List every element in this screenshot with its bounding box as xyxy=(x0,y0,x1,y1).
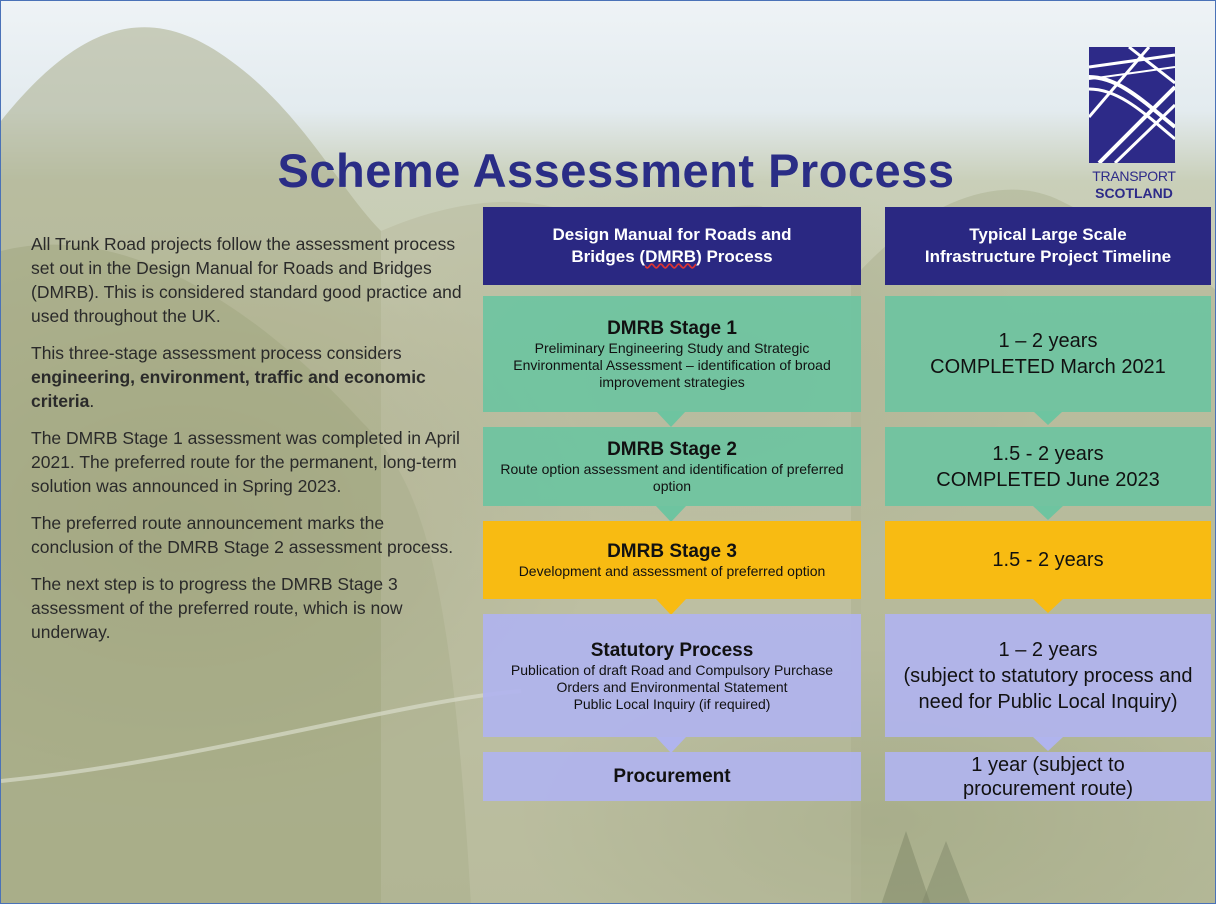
statutory-process-title: Statutory Process xyxy=(590,639,754,661)
transport-scotland-logo: TRANSPORT SCOTLAND xyxy=(1083,39,1185,203)
stage-1-timeline-box: 1 – 2 years COMPLETED March 2021 xyxy=(885,296,1211,412)
stage-1-description: Preliminary Engineering Study and Strate… xyxy=(513,340,831,390)
logo-text-scotland: SCOTLAND xyxy=(1095,185,1173,201)
stage-3-title: DMRB Stage 3 xyxy=(607,541,737,562)
intro-paragraph-2-tail: . xyxy=(89,391,95,411)
dmrb-header-line-1: Design Manual for Roads and xyxy=(552,225,792,244)
statutory-duration-note: (subject to statutory process and need f… xyxy=(903,664,1193,713)
timeline-header-line-1: Typical Large Scale xyxy=(969,225,1127,244)
stage-1-duration: 1 – 2 years xyxy=(998,330,1098,352)
procurement-title: Procurement xyxy=(613,766,731,787)
timeline-header-line-2: Infrastructure Project Timeline xyxy=(924,247,1172,266)
stage-3-timeline-box: 1.5 - 2 years xyxy=(885,521,1211,599)
statutory-process-box: Statutory Process Publication of draft R… xyxy=(483,614,861,737)
dmrb-header-line-2-start: Bridges ( xyxy=(571,247,646,266)
dmrb-process-header: Design Manual for Roads and Bridges (DMR… xyxy=(483,207,861,285)
statutory-duration: 1 – 2 years xyxy=(998,638,1098,661)
intro-paragraph-5: The next step is to progress the DMRB St… xyxy=(31,574,403,642)
intro-paragraph-1: All Trunk Road projects follow the asses… xyxy=(31,234,462,326)
stage-2-duration: 1.5 - 2 years xyxy=(992,442,1104,465)
stage-1-box: DMRB Stage 1 Preliminary Engineering Stu… xyxy=(483,296,861,412)
stage-3-description: Development and assessment of preferred … xyxy=(518,563,826,579)
procurement-timeline-box: 1 year (subject to procurement route) xyxy=(885,752,1211,801)
criteria-emphasis: engineering, environment, traffic and ec… xyxy=(31,367,426,411)
procurement-box: Procurement xyxy=(483,752,861,801)
stage-3-box: DMRB Stage 3 Development and assessment … xyxy=(483,521,861,599)
stage-2-title: DMRB Stage 2 xyxy=(607,439,737,460)
logo-text-transport: TRANSPORT xyxy=(1092,168,1176,184)
stage-2-status: COMPLETED June 2023 xyxy=(936,468,1160,491)
stage-3-duration: 1.5 - 2 years xyxy=(992,549,1104,571)
intro-text: All Trunk Road projects follow the asses… xyxy=(31,232,465,657)
timeline-header: Typical Large Scale Infrastructure Proje… xyxy=(885,207,1211,285)
intro-paragraph-2-lead: This three-stage assessment process cons… xyxy=(31,343,402,363)
stage-2-description: Route option assessment and identificati… xyxy=(500,461,844,494)
intro-paragraph-2: This three-stage assessment process cons… xyxy=(31,341,465,413)
procurement-duration: 1 year (subject to procurement route) xyxy=(962,753,1134,800)
logo-emblem-icon xyxy=(1089,47,1175,163)
statutory-timeline-box: 1 – 2 years (subject to statutory proces… xyxy=(885,614,1211,737)
intro-paragraph-3: The DMRB Stage 1 assessment was complete… xyxy=(31,428,460,496)
dmrb-header-line-2-end: ) Process xyxy=(696,247,773,266)
dmrb-header-acronym: DMRB xyxy=(645,247,697,266)
stage-2-timeline-box: 1.5 - 2 years COMPLETED June 2023 xyxy=(885,427,1211,506)
statutory-process-description: Publication of draft Road and Compulsory… xyxy=(510,661,834,695)
page-title: Scheme Assessment Process xyxy=(277,144,955,197)
stage-2-box: DMRB Stage 2 Route option assessment and… xyxy=(483,427,861,506)
dmrb-header-line-2: Bridges (DMRB) Process xyxy=(571,246,772,268)
statutory-process-inquiry: Public Local Inquiry (if required) xyxy=(573,695,771,712)
intro-paragraph-4: The preferred route announcement marks t… xyxy=(31,513,454,557)
stage-1-title: DMRB Stage 1 xyxy=(607,318,737,339)
stage-1-status: COMPLETED March 2021 xyxy=(930,356,1166,378)
